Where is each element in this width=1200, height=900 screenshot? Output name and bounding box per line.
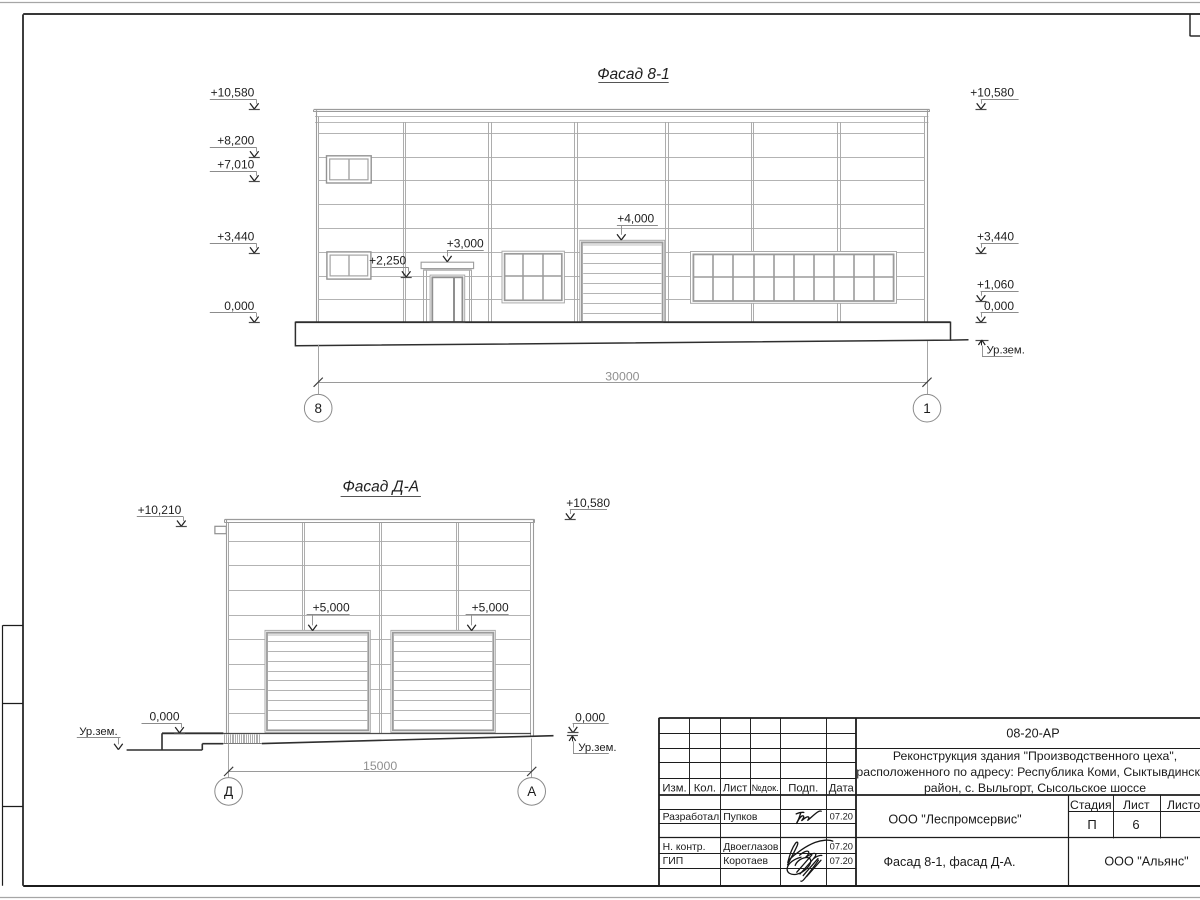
svg-text:+3,440: +3,440 — [977, 230, 1014, 244]
svg-text:Ур.зем.: Ур.зем. — [79, 726, 117, 738]
svg-text:+10,580: +10,580 — [566, 496, 610, 510]
svg-text:+10,580: +10,580 — [211, 86, 255, 100]
svg-text:Фасад 8-1, фасад Д-А.: Фасад 8-1, фасад Д-А. — [883, 855, 1015, 869]
svg-text:Д: Д — [224, 784, 233, 799]
svg-text:+4,000: +4,000 — [617, 211, 654, 225]
svg-text:Дата: Дата — [829, 783, 855, 795]
svg-text:0,000: 0,000 — [984, 299, 1014, 313]
svg-text:ООО "Леспромсервис": ООО "Леспромсервис" — [888, 813, 1021, 827]
svg-text:+3,000: +3,000 — [447, 236, 484, 250]
svg-text:0,000: 0,000 — [224, 299, 254, 313]
svg-text:ООО "Альянс": ООО "Альянс" — [1104, 855, 1188, 869]
svg-text:+8,200: +8,200 — [217, 134, 254, 148]
svg-text:+7,010: +7,010 — [217, 158, 254, 172]
svg-text:Подп.: Подп. — [788, 783, 818, 795]
svg-text:+10,210: +10,210 — [138, 503, 182, 517]
svg-text:07.20: 07.20 — [830, 842, 853, 852]
svg-text:+1,060: +1,060 — [977, 278, 1014, 292]
svg-text:Кол.: Кол. — [694, 783, 716, 795]
svg-text:Лист: Лист — [723, 783, 748, 795]
svg-text:+3,440: +3,440 — [217, 230, 254, 244]
svg-text:Ур.зем.: Ур.зем. — [578, 742, 616, 754]
svg-text:6: 6 — [1132, 817, 1139, 832]
svg-text:1: 1 — [923, 401, 931, 416]
svg-text:07.20: 07.20 — [830, 812, 853, 822]
svg-text:район, с. Выльгорт, Сысольское: район, с. Выльгорт, Сысольское шоссе — [924, 781, 1146, 795]
svg-text:Изм.: Изм. — [662, 783, 686, 795]
svg-text:П: П — [1087, 817, 1096, 832]
svg-text:Фасад 8-1: Фасад 8-1 — [597, 66, 670, 83]
svg-text:Разработал: Разработал — [663, 811, 720, 823]
svg-text:07.20: 07.20 — [830, 856, 853, 866]
svg-text:А: А — [527, 784, 536, 799]
svg-text:Двоеглазов: Двоеглазов — [723, 842, 779, 853]
svg-text:15000: 15000 — [363, 759, 397, 773]
svg-text:+2,250: +2,250 — [369, 254, 406, 268]
svg-text:Пупков: Пупков — [723, 812, 758, 823]
svg-text:+5,000: +5,000 — [313, 600, 350, 614]
svg-text:+5,000: +5,000 — [472, 600, 509, 614]
svg-text:Фасад Д-А: Фасад Д-А — [342, 478, 419, 495]
svg-text:Ур.зем.: Ур.зем. — [987, 344, 1025, 356]
svg-text:№док.: №док. — [752, 783, 779, 793]
svg-text:ГИП: ГИП — [663, 856, 684, 867]
svg-text:0,000: 0,000 — [149, 709, 179, 723]
svg-text:Н. контр.: Н. контр. — [663, 842, 706, 853]
svg-text:расположенного по адресу: Респ: расположенного по адресу: Республика Ком… — [856, 765, 1200, 779]
svg-text:Стадия: Стадия — [1070, 798, 1112, 812]
svg-text:Реконструкция здания "Производ: Реконструкция здания "Производственного … — [893, 749, 1177, 763]
svg-text:0,000: 0,000 — [575, 710, 605, 724]
svg-text:08-20-АР: 08-20-АР — [1006, 726, 1059, 740]
svg-text:Лист: Лист — [1123, 798, 1150, 812]
svg-text:8: 8 — [314, 401, 322, 416]
svg-text:Листов: Листов — [1167, 798, 1200, 812]
svg-text:+10,580: +10,580 — [970, 86, 1014, 100]
svg-text:Коротаев: Коротаев — [723, 856, 768, 867]
svg-text:30000: 30000 — [605, 369, 639, 383]
